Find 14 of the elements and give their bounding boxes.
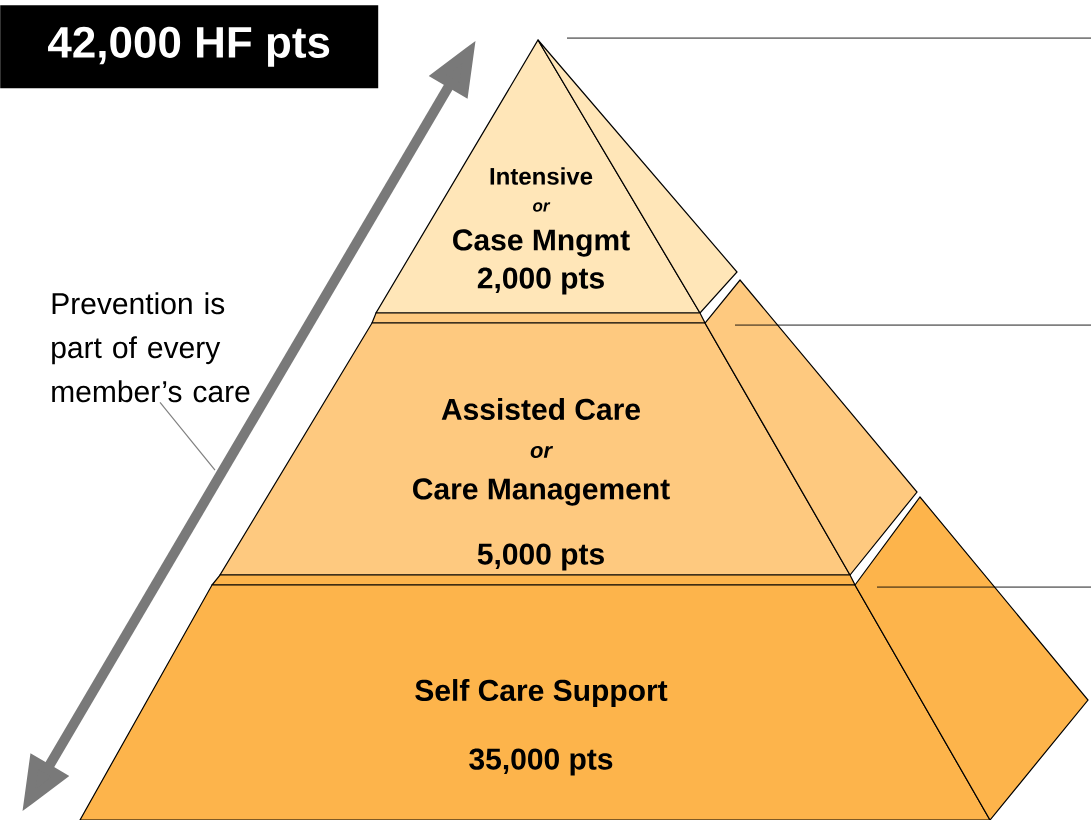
title-box: 42,000 HF pts [0, 5, 379, 89]
leader-line [734, 324, 1091, 326]
tier-label: Case Mngmt [453, 229, 630, 257]
tier-label: Care Management [413, 478, 670, 506]
tier-label: 5,000 pts [477, 543, 604, 571]
tier-label: 35,000 pts [469, 748, 613, 776]
tier-label: Self Care Support [415, 679, 668, 707]
tier-label: Assisted Care [441, 398, 640, 421]
leader-line [159, 401, 216, 471]
leader-line [566, 37, 1091, 39]
tier-label: Intensive [490, 167, 593, 185]
tier-label: 2,000 pts [477, 267, 604, 295]
tier-label: or [530, 446, 553, 459]
tier-label: or [533, 202, 551, 212]
